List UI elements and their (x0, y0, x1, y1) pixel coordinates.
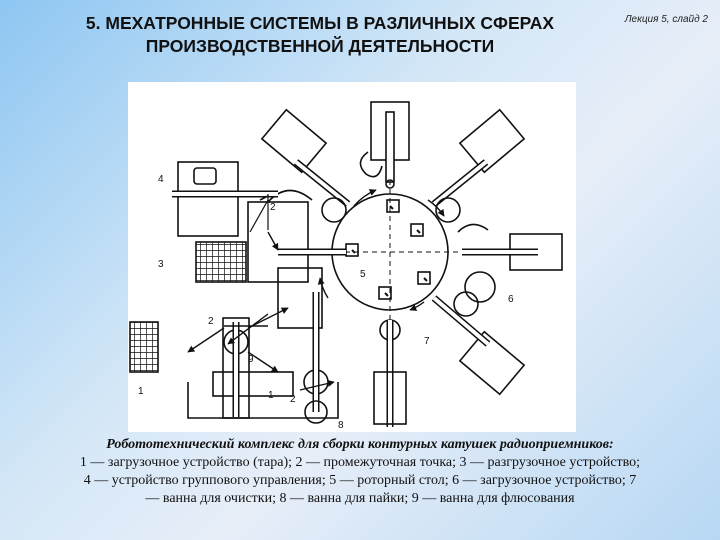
label-1a: 1 (268, 390, 274, 401)
robotic-complex-diagram: 4 3 5 6 7 2 9 1 1 2 2 8 (129, 101, 563, 431)
caption-line-3: — ванна для очистки; 8 — ванна для пайки… (145, 491, 575, 506)
station-top (359, 101, 410, 189)
label-5: 5 (360, 269, 366, 280)
label-7: 7 (424, 336, 430, 347)
lower-left-cluster (129, 267, 339, 424)
slide-title-line-2: ПРОИЗВОДСТВЕННОЙ ДЕЯТЕЛЬНОСТИ (145, 36, 495, 56)
group-control-unit (172, 161, 278, 237)
label-6: 6 (508, 294, 514, 305)
slide-title-line-1: 5. МЕХАТРОННЫЕ СИСТЕМЫ В РАЗЛИЧНЫХ СФЕРА… (85, 13, 555, 33)
label-2a: 2 (208, 316, 214, 327)
diagram-frame: 4 3 5 6 7 2 9 1 1 2 2 8 (128, 82, 576, 432)
station-top-left (260, 108, 351, 223)
label-8: 8 (338, 420, 344, 431)
station-bottom (373, 319, 407, 427)
label-2b: 2 (290, 394, 296, 405)
caption-title: Робототехнический комплекс для сборки ко… (106, 437, 614, 452)
label-4: 4 (158, 174, 164, 185)
label-1b: 1 (138, 386, 144, 397)
label-9: 9 (248, 354, 254, 365)
station-right (457, 223, 563, 303)
caption-line-1: 1 — загрузочное устройство (тара); 2 — п… (79, 455, 641, 470)
flow-arrows (187, 189, 445, 391)
label-3: 3 (158, 259, 164, 270)
slide-title: 5. МЕХАТРОННЫЕ СИСТЕМЫ В РАЗЛИЧНЫХ СФЕРА… (40, 12, 600, 58)
station-bottom-right (431, 291, 526, 396)
label-2c: 2 (270, 202, 276, 213)
lecture-reference: Лекция 5, слайд 2 (624, 14, 708, 25)
station-top-right (431, 108, 526, 223)
station-left (195, 189, 346, 283)
diagram-caption: Робототехнический комплекс для сборки ко… (30, 436, 690, 508)
caption-line-2: 4 — устройство группового управления; 5 … (83, 473, 637, 488)
